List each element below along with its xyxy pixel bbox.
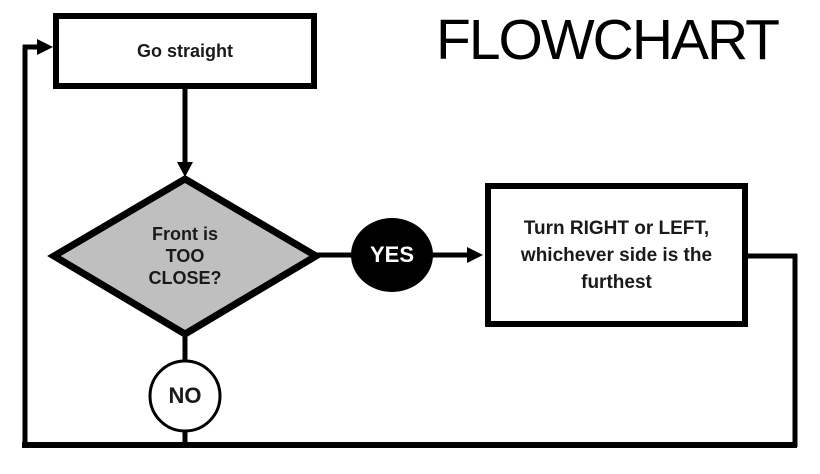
action-box: Turn RIGHT or LEFT, whichever side is th… — [485, 183, 748, 327]
yes-label: YES — [369, 242, 415, 267]
loop-to-start-arrowhead — [37, 39, 53, 55]
start-box: Go straight — [53, 13, 317, 89]
no-label: NO — [168, 383, 202, 408]
start-to-decision-arrowhead — [177, 162, 193, 177]
start-box-label: Go straight — [136, 40, 233, 61]
yes-to-action-arrowhead — [467, 247, 483, 263]
yes-circle — [351, 218, 433, 292]
action-box-label: Turn RIGHT or LEFT, whichever side is th… — [520, 217, 713, 293]
flowchart-title: FLOWCHART — [436, 8, 780, 72]
decision-label: Front is TOO CLOSE? — [148, 224, 222, 288]
